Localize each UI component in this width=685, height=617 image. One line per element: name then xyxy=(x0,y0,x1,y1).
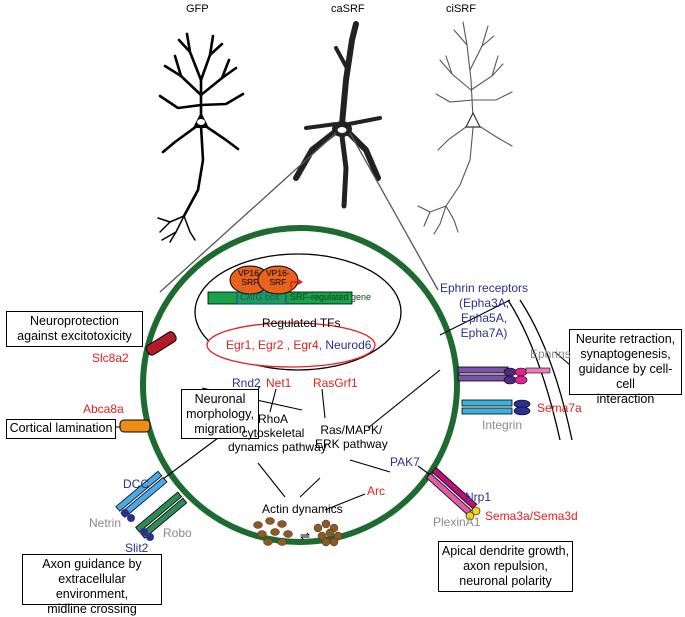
slit2-label: Slit2 xyxy=(125,541,149,555)
arc-label: Arc xyxy=(367,484,385,498)
actin-monomers xyxy=(253,517,293,546)
sema7a-label: Sema7a xyxy=(537,401,582,415)
abca8a-transporter xyxy=(119,419,151,433)
nrp1-label: Nrp1 xyxy=(465,490,492,504)
abca8a-label: Abca8a xyxy=(83,402,124,416)
casrf-neuron xyxy=(293,21,382,209)
transcription-arrow xyxy=(290,281,300,292)
cisrf-neuron xyxy=(417,21,513,235)
casrf-label: caSRF xyxy=(331,3,365,15)
dcc-receptor xyxy=(115,470,168,518)
slit2-ligand xyxy=(140,528,148,536)
netrin-label: Netrin xyxy=(89,516,122,530)
ephrin-receptors-label: Ephrin receptors (Epha3A, Epha5A, Epha7A… xyxy=(440,281,529,340)
plexin-receptor xyxy=(426,466,478,516)
cisrf-soma xyxy=(465,111,481,128)
plexina1-label: PlexinA1 xyxy=(433,515,481,529)
integrin-label: Integrin xyxy=(482,418,523,432)
adjacent-cell-membrane-1 xyxy=(507,299,561,441)
zoom-line-right xyxy=(349,132,439,291)
netrin-ligand xyxy=(121,509,129,517)
regulated-tfs-list: Egr1, Egr2 , Egr4, Neurod6 xyxy=(226,338,372,352)
robo-receptor xyxy=(135,491,188,539)
rnd2-label: Rnd2 xyxy=(232,376,261,390)
gfp-neuron xyxy=(157,32,245,243)
gfp-label: GFP xyxy=(186,3,209,15)
dcc-label: DCC xyxy=(123,477,149,491)
adjacent-cell-membrane-2 xyxy=(519,299,573,441)
ephrins-label: Ephrins xyxy=(530,347,571,361)
pak7-label: PAK7 xyxy=(390,455,420,469)
robo-label: Robo xyxy=(163,526,192,540)
sema3-label: Sema3a/Sema3d xyxy=(485,509,578,523)
ephrin-ligand xyxy=(514,367,551,385)
cisrf-label: ciSRF xyxy=(446,3,476,15)
rasgrf1-label: RasGrf1 xyxy=(313,376,358,390)
slc8a2-label: Slc8a2 xyxy=(92,351,129,365)
actin-dynamics-label: Actin dynamics xyxy=(262,502,343,516)
regulated-tfs-title: Regulated TFs xyxy=(262,316,341,330)
ras-pathway-label: Ras/MAPK/ERK pathway xyxy=(315,423,388,451)
net1-label: Net1 xyxy=(266,376,292,390)
slc8a2-channel xyxy=(145,331,177,356)
carg-box-label: CArG box xyxy=(240,292,280,302)
zoom-line-left xyxy=(159,132,337,293)
vp16-left-label: VP16-SRF xyxy=(238,268,262,287)
apical-dendrite-box: Apical dendrite growth,axon repulsion,ne… xyxy=(438,541,573,592)
tf-ellipse xyxy=(206,322,376,368)
sema3-ligand xyxy=(471,506,481,516)
connector-ephrin xyxy=(439,299,511,336)
ephrin-receptor xyxy=(457,366,517,385)
cortical-lamination-box: Cortical lamination xyxy=(6,419,116,439)
vp16-right-label: VP16-SRF xyxy=(266,268,290,287)
integrin-receptor xyxy=(461,399,513,415)
exchange-arrow: ⇌ xyxy=(300,529,310,543)
actin-filament xyxy=(313,519,343,547)
sema7a-ligand xyxy=(513,399,531,416)
neurite-retraction-box: Neurite retraction,synaptogenesis,guidan… xyxy=(569,329,682,406)
srf-gene-label: SRF-regulated gene xyxy=(290,292,372,302)
